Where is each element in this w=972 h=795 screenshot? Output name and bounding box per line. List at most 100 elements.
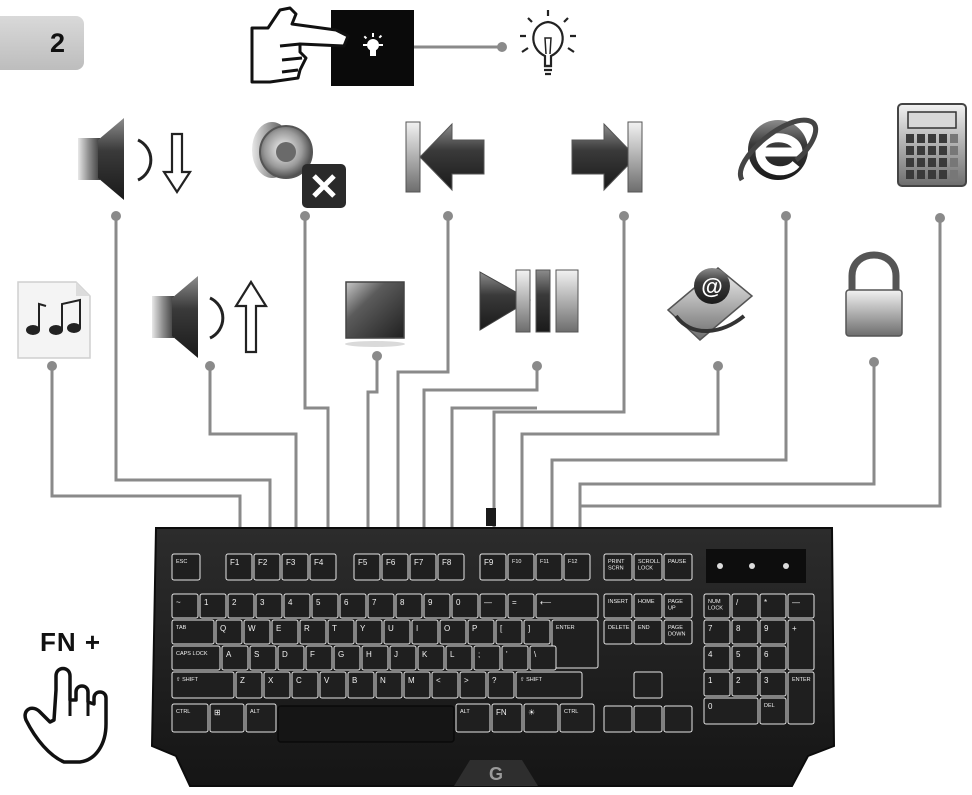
number-row-key[interactable]	[227, 593, 255, 619]
numpad-key[interactable]	[731, 593, 759, 619]
z-row-key[interactable]	[235, 671, 263, 699]
a-row-key[interactable]	[277, 645, 305, 671]
arrow-up-key[interactable]	[633, 671, 663, 699]
q-row-key[interactable]	[271, 619, 299, 645]
fn-key[interactable]	[491, 703, 523, 733]
system-key[interactable]	[603, 553, 633, 581]
nav-key[interactable]	[603, 593, 633, 619]
nav-key[interactable]	[633, 593, 663, 619]
z-row-key[interactable]	[319, 671, 347, 699]
number-row-key[interactable]	[479, 593, 507, 619]
windows-key[interactable]	[209, 703, 245, 733]
a-row-key[interactable]	[445, 645, 473, 671]
z-row-key[interactable]	[459, 671, 487, 699]
q-row-key[interactable]	[411, 619, 439, 645]
right-ctrl-key[interactable]	[559, 703, 595, 733]
q-row-key[interactable]	[523, 619, 551, 645]
nav-key[interactable]	[603, 619, 633, 645]
a-row-key[interactable]	[221, 645, 249, 671]
numpad-key[interactable]	[703, 619, 731, 645]
f-key[interactable]	[225, 553, 253, 581]
left-shift-key[interactable]	[171, 671, 235, 699]
system-key[interactable]	[663, 553, 693, 581]
z-row-key[interactable]	[403, 671, 431, 699]
nav-key[interactable]	[633, 619, 663, 645]
q-row-key[interactable]	[243, 619, 271, 645]
a-row-key[interactable]	[249, 645, 277, 671]
f-key[interactable]	[507, 553, 535, 581]
number-row-key[interactable]	[255, 593, 283, 619]
q-row-key[interactable]	[355, 619, 383, 645]
nav-key[interactable]	[663, 593, 693, 619]
numpad-key[interactable]	[703, 593, 731, 619]
z-row-key[interactable]	[487, 671, 515, 699]
numpad-key[interactable]	[759, 593, 787, 619]
number-row-key[interactable]	[339, 593, 367, 619]
numpad-key[interactable]	[759, 645, 787, 671]
z-row-key[interactable]	[375, 671, 403, 699]
q-row-key[interactable]	[327, 619, 355, 645]
nav-key[interactable]	[663, 619, 693, 645]
numpad-key[interactable]	[787, 671, 815, 725]
numpad-key[interactable]	[703, 697, 759, 725]
number-row-key[interactable]	[507, 593, 535, 619]
z-row-key[interactable]	[347, 671, 375, 699]
z-row-key[interactable]	[431, 671, 459, 699]
tab-key[interactable]	[171, 619, 215, 645]
f-key[interactable]	[563, 553, 591, 581]
backspace-key[interactable]	[535, 593, 599, 619]
number-row-key[interactable]	[199, 593, 227, 619]
right-alt-key[interactable]	[455, 703, 491, 733]
numpad-key[interactable]	[787, 593, 815, 619]
a-row-key[interactable]	[361, 645, 389, 671]
q-row-key[interactable]	[495, 619, 523, 645]
arrow-left-key[interactable]	[603, 705, 633, 733]
numpad-key[interactable]	[759, 619, 787, 645]
numpad-key[interactable]	[759, 697, 787, 725]
left-ctrl-key[interactable]	[171, 703, 209, 733]
left-alt-key[interactable]	[245, 703, 277, 733]
f-key[interactable]	[437, 553, 465, 581]
a-row-key[interactable]	[473, 645, 501, 671]
numpad-key[interactable]	[703, 671, 731, 697]
number-row-key[interactable]	[367, 593, 395, 619]
f-key[interactable]	[409, 553, 437, 581]
arrow-right-key[interactable]	[663, 705, 693, 733]
numpad-key[interactable]	[703, 645, 731, 671]
number-row-key[interactable]	[171, 593, 199, 619]
f-key[interactable]	[281, 553, 309, 581]
z-row-key[interactable]	[291, 671, 319, 699]
numpad-key[interactable]	[731, 619, 759, 645]
numpad-key[interactable]	[731, 671, 759, 697]
q-row-key[interactable]	[383, 619, 411, 645]
esc-key[interactable]	[171, 553, 201, 581]
f-key[interactable]	[479, 553, 507, 581]
f-key[interactable]	[353, 553, 381, 581]
caps-lock-key[interactable]	[171, 645, 221, 671]
numpad-key[interactable]	[731, 645, 759, 671]
a-row-key[interactable]	[529, 645, 557, 671]
number-row-key[interactable]	[451, 593, 479, 619]
a-row-key[interactable]	[333, 645, 361, 671]
f-key[interactable]	[381, 553, 409, 581]
f-key[interactable]	[253, 553, 281, 581]
f-key[interactable]	[309, 553, 337, 581]
number-row-key[interactable]	[283, 593, 311, 619]
enter-key[interactable]	[551, 619, 599, 669]
numpad-key[interactable]	[787, 619, 815, 671]
f-key[interactable]	[535, 553, 563, 581]
q-row-key[interactable]	[467, 619, 495, 645]
a-row-key[interactable]	[501, 645, 529, 671]
backlight-key[interactable]	[523, 703, 559, 733]
arrow-down-key[interactable]	[633, 705, 663, 733]
q-row-key[interactable]	[215, 619, 243, 645]
a-row-key[interactable]	[305, 645, 333, 671]
q-row-key[interactable]	[439, 619, 467, 645]
right-shift-key[interactable]	[515, 671, 583, 699]
a-row-key[interactable]	[389, 645, 417, 671]
numpad-key[interactable]	[759, 671, 787, 697]
q-row-key[interactable]	[299, 619, 327, 645]
number-row-key[interactable]	[423, 593, 451, 619]
number-row-key[interactable]	[311, 593, 339, 619]
number-row-key[interactable]	[395, 593, 423, 619]
